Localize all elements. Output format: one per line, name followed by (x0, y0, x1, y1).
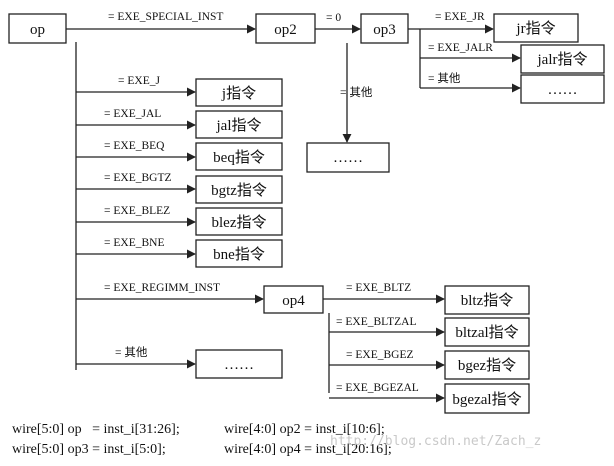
node-op2-other: …… (306, 142, 390, 173)
label-zero: = 0 (326, 12, 341, 24)
node-bltz-label: bltz指令 (461, 292, 514, 309)
node-op: op (8, 13, 67, 44)
node-jalr-label: jalr指令 (537, 51, 588, 68)
label-op3-other: = 其他 (428, 72, 461, 85)
node-op2-label: op2 (274, 22, 297, 38)
label-exe-jr: = EXE_JR (435, 11, 485, 23)
label-exe-bltzal: = EXE_BLTZAL (336, 316, 416, 328)
node-blez-label: blez指令 (212, 214, 267, 231)
node-beq-label: beq指令 (213, 149, 265, 166)
node-j: j指令 (195, 78, 283, 107)
node-jr-label: jr指令 (515, 20, 555, 37)
label-exe-jalr: = EXE_JALR (428, 42, 493, 54)
label-exe-blez: = EXE_BLEZ (104, 205, 170, 217)
footer-op-definition: wire[5:0] op = inst_i[31:26]; (12, 422, 180, 437)
node-bne: bne指令 (195, 239, 283, 268)
label-exe-bltz: = EXE_BLTZ (346, 282, 411, 294)
node-bltzal-label: bltzal指令 (455, 324, 518, 341)
node-op2: op2 (255, 13, 316, 44)
label-op2-other: = 其他 (340, 86, 373, 99)
node-bltzal: bltzal指令 (444, 317, 530, 347)
label-exe-jal: = EXE_JAL (104, 108, 161, 120)
node-bgtz-label: bgtz指令 (211, 182, 267, 199)
node-op-other-label: …… (224, 357, 254, 373)
node-jal-label: jal指令 (216, 117, 262, 134)
node-bgezal-label: bgezal指令 (452, 391, 521, 408)
node-beq: beq指令 (195, 142, 283, 171)
node-bne-label: bne指令 (213, 246, 265, 263)
watermark: http://blog.csdn.net/Zach_z (330, 434, 541, 449)
node-op3-other: …… (520, 74, 605, 104)
node-bgez-label: bgez指令 (458, 357, 516, 374)
node-op-other: …… (195, 349, 283, 379)
node-j-label: j指令 (221, 85, 256, 102)
node-bgtz: bgtz指令 (195, 175, 283, 204)
node-bgez: bgez指令 (444, 350, 530, 380)
node-op3-label: op3 (373, 22, 396, 38)
footer-op3-definition: wire[5:0] op3 = inst_i[5:0]; (12, 442, 166, 457)
node-op3: op3 (360, 13, 409, 44)
node-op-label: op (30, 22, 45, 38)
node-bltz: bltz指令 (444, 285, 530, 315)
label-exe-bgez: = EXE_BGEZ (346, 349, 414, 361)
node-jal: jal指令 (195, 110, 283, 139)
label-exe-beq: = EXE_BEQ (104, 140, 165, 152)
label-exe-bgezal: = EXE_BGEZAL (336, 382, 419, 394)
node-op2-other-label: …… (333, 150, 363, 166)
node-op4-label: op4 (282, 293, 305, 309)
node-jalr: jalr指令 (520, 44, 605, 74)
node-blez: blez指令 (195, 207, 283, 236)
footer-op4-definition: wire[4:0] op4 = inst_i[20:16]; (224, 442, 392, 457)
node-op3-other-label: …… (548, 82, 578, 98)
label-exe-special-inst: = EXE_SPECIAL_INST (108, 11, 223, 23)
label-exe-regimm-inst: = EXE_REGIMM_INST (104, 282, 220, 294)
node-bgezal: bgezal指令 (444, 383, 530, 414)
label-exe-bne: = EXE_BNE (104, 237, 164, 249)
node-jr: jr指令 (493, 13, 579, 43)
footer-op2-definition: wire[4:0] op2 = inst_i[10:6]; (224, 422, 385, 437)
node-op4: op4 (263, 285, 324, 314)
label-exe-j: = EXE_J (118, 75, 160, 87)
label-op-other: = 其他 (115, 346, 148, 359)
label-exe-bgtz: = EXE_BGTZ (104, 172, 172, 184)
